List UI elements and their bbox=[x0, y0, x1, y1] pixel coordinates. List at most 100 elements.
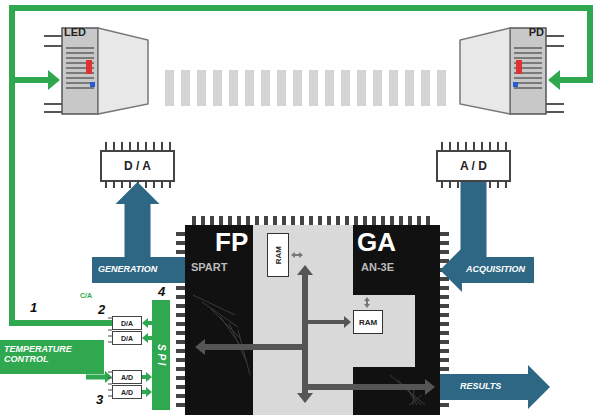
photodiode-device-pin bbox=[546, 103, 564, 105]
converter-pin bbox=[505, 142, 507, 150]
converter-pin bbox=[105, 142, 107, 150]
bus-arrow-head bbox=[425, 379, 435, 395]
photodiode-device-winding bbox=[514, 77, 542, 79]
dac-chip: D/A bbox=[112, 331, 142, 345]
fpga-pin bbox=[439, 331, 449, 335]
ram-arrow bbox=[366, 300, 368, 305]
connector bbox=[116, 182, 186, 270]
connector bbox=[142, 387, 152, 397]
light-beam bbox=[309, 70, 318, 106]
light-beam bbox=[373, 70, 382, 106]
light-beam bbox=[277, 70, 286, 106]
fpga-pin bbox=[439, 277, 449, 281]
fpga-pin bbox=[439, 313, 449, 317]
node-text: S P I bbox=[156, 344, 167, 365]
converter-pin bbox=[161, 142, 163, 150]
light-beam bbox=[341, 70, 350, 106]
node-text: LED bbox=[64, 26, 86, 38]
converter-pin bbox=[497, 142, 499, 150]
light-beam bbox=[325, 70, 334, 106]
edge-label: GENERATION bbox=[96, 264, 159, 274]
led-device-pin bbox=[44, 45, 62, 47]
circuit-trace bbox=[238, 330, 250, 375]
connector bbox=[142, 333, 152, 343]
adc-chip: A/D bbox=[112, 370, 142, 384]
circuit-trace bbox=[202, 302, 238, 327]
signal-name: C/A bbox=[80, 292, 92, 299]
light-beam bbox=[197, 70, 206, 106]
connector bbox=[142, 318, 152, 328]
results-arrow bbox=[440, 374, 529, 400]
converter-pin bbox=[129, 182, 131, 188]
bus-arrow-head bbox=[297, 265, 313, 275]
photodiode-device-winding bbox=[514, 47, 542, 49]
converter-pin bbox=[153, 182, 155, 188]
light-beam bbox=[229, 70, 238, 106]
bus-arrow bbox=[204, 344, 305, 350]
input-arrow bbox=[86, 375, 106, 380]
photodiode-device-pin bbox=[546, 35, 564, 37]
node-text: GA bbox=[357, 227, 396, 258]
led-device-winding bbox=[66, 52, 94, 54]
adc-chip: A/D bbox=[112, 385, 142, 399]
photodiode-device-pin bbox=[546, 45, 564, 47]
node-text: D/A bbox=[121, 320, 133, 327]
converter-pin bbox=[449, 182, 451, 188]
led-device-winding bbox=[66, 57, 94, 59]
bus-arrow bbox=[305, 320, 345, 324]
fpga-chip: FPGASPARTAN-3ERAMRAM bbox=[185, 225, 440, 415]
led-emitter: LED bbox=[60, 25, 150, 117]
temperature-band bbox=[0, 340, 104, 374]
connector-line bbox=[461, 182, 474, 270]
fpga-pin bbox=[439, 403, 449, 407]
circuit-trace bbox=[229, 323, 247, 363]
converter-pin bbox=[441, 142, 443, 150]
node-text: A/D bbox=[121, 374, 133, 381]
converter-pin bbox=[153, 142, 155, 150]
converter-pin bbox=[121, 182, 123, 188]
fpga-pin bbox=[439, 340, 449, 344]
dac-chip: D/A bbox=[112, 316, 142, 330]
led-device-winding bbox=[66, 87, 94, 89]
callout-number: 3 bbox=[96, 392, 103, 407]
converter-pin bbox=[145, 182, 147, 188]
converter-pin bbox=[145, 142, 147, 150]
converter-pin bbox=[505, 182, 507, 188]
dac-chip: D / A bbox=[100, 150, 175, 182]
photodiode-device-chip bbox=[516, 60, 522, 74]
circuit-trace bbox=[398, 380, 421, 405]
converter-pin bbox=[129, 142, 131, 150]
converter-pin bbox=[473, 142, 475, 150]
converter-pin bbox=[169, 182, 171, 188]
connector-line-head bbox=[548, 70, 560, 90]
light-beam bbox=[245, 70, 254, 106]
connector-line bbox=[142, 375, 147, 379]
callout-number: 4 bbox=[158, 284, 165, 299]
converter-pin bbox=[457, 182, 459, 188]
fpga-pin bbox=[439, 322, 449, 326]
converter-pin bbox=[113, 182, 115, 188]
led-device-pin bbox=[44, 35, 62, 37]
light-beam bbox=[181, 70, 190, 106]
fpga-pin bbox=[439, 259, 449, 263]
fpga-core bbox=[353, 295, 415, 367]
photodiode-device-winding bbox=[514, 57, 542, 59]
led-device-chip bbox=[90, 82, 95, 87]
converter-pin bbox=[113, 142, 115, 150]
converter-pin bbox=[169, 142, 171, 150]
node-text: PD bbox=[529, 26, 544, 38]
fpga-pin bbox=[439, 241, 449, 245]
converter-pin bbox=[161, 182, 163, 188]
connector-line bbox=[138, 203, 186, 270]
fpga-pin bbox=[439, 358, 449, 362]
photodiode-device-lens bbox=[460, 28, 510, 114]
photodiode-device-winding bbox=[514, 82, 542, 84]
adc-chip: A / D bbox=[436, 150, 511, 182]
light-beam bbox=[261, 70, 270, 106]
connector-line bbox=[142, 390, 147, 394]
bus-arrow-head bbox=[297, 393, 313, 403]
photodiode-device-chip bbox=[513, 82, 518, 87]
node-text: RAM bbox=[274, 246, 283, 264]
callout-number: 1 bbox=[30, 300, 37, 315]
